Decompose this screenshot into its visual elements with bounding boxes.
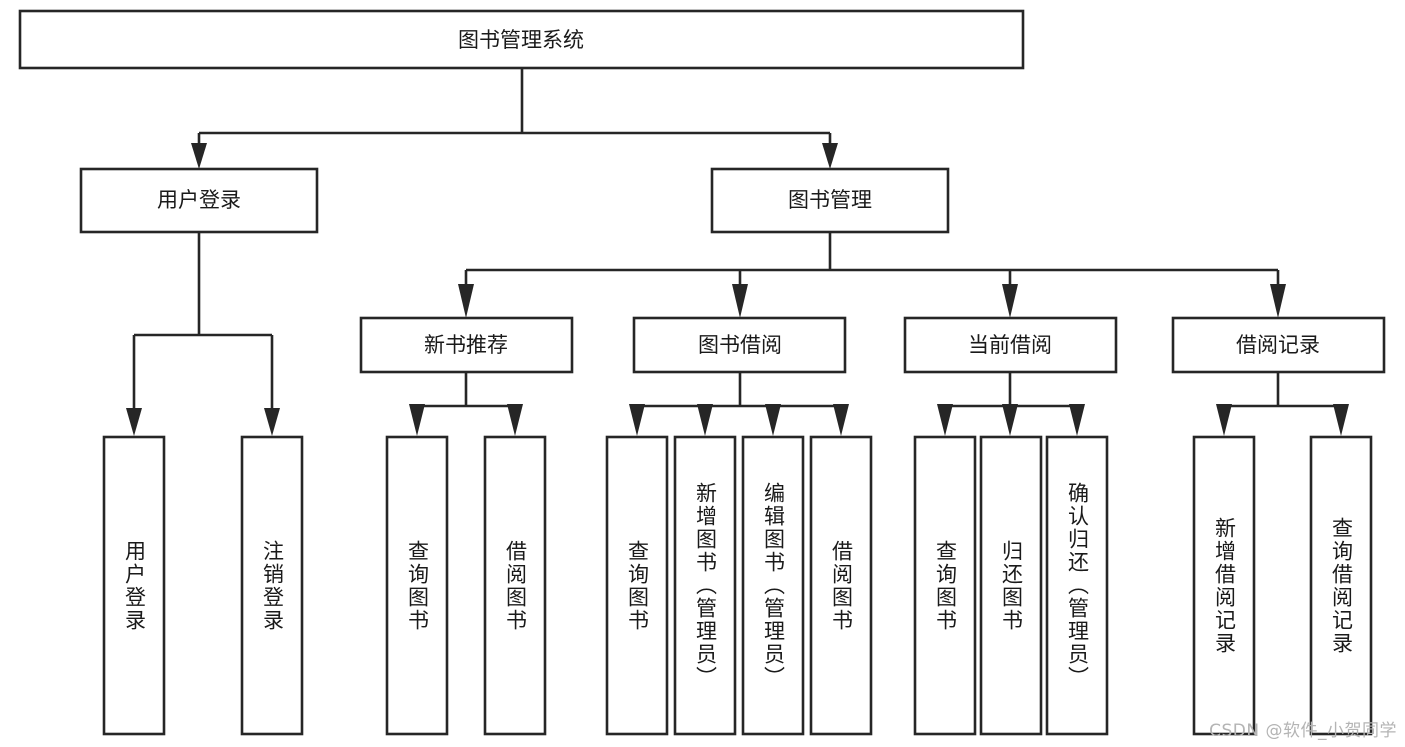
node-book-manage[interactable] [710, 167, 950, 234]
arrow-head-user-login [191, 143, 207, 169]
arrow-head-leaf-borrow-book-1 [507, 404, 523, 436]
arrow-head-leaf-borrow-book-2 [833, 404, 849, 436]
node-leaf-query-book-2[interactable] [605, 435, 669, 736]
node-user-login-label: 用户登录 [157, 188, 241, 212]
arrow-head-current-borrow [1002, 284, 1018, 318]
node-root-label: 图书管理系统 [458, 28, 584, 52]
node-new-book-rec[interactable] [359, 316, 574, 374]
node-leaf-query-record[interactable] [1309, 435, 1373, 736]
node-book-borrow[interactable] [632, 316, 847, 374]
arrow-head-leaf-add-record [1216, 404, 1232, 436]
arrow-head-leaf-add-book [697, 404, 713, 436]
node-borrow-record[interactable] [1171, 316, 1386, 374]
arrow-head-borrow-record [1270, 284, 1286, 318]
node-leaf-confirm-return[interactable] [1045, 435, 1109, 736]
node-leaf-user-login[interactable] [102, 435, 166, 736]
node-current-borrow-label: 当前借阅 [968, 333, 1052, 357]
arrow-head-leaf-edit-book [765, 404, 781, 436]
arrow-head-leaf-query-book-1 [409, 404, 425, 436]
connector-group-new-book-rec [409, 372, 523, 436]
node-current-borrow[interactable] [903, 316, 1118, 374]
connector-group-book-manage [458, 232, 1286, 318]
arrow-head-book-borrow [732, 284, 748, 318]
node-leaf-return-book[interactable] [979, 435, 1043, 736]
connector-group-current-borrow [937, 372, 1085, 436]
node-borrow-record-label: 借阅记录 [1236, 333, 1320, 357]
arrow-head-leaf-query-record [1333, 404, 1349, 436]
node-leaf-add-book[interactable] [673, 435, 737, 736]
node-leaf-query-book-3[interactable] [913, 435, 977, 736]
watermark-text: CSDN @软件_小贺同学 [1209, 721, 1397, 741]
connector-group-book-borrow [629, 372, 849, 436]
node-leaf-borrow-book-2[interactable] [809, 435, 873, 736]
node-new-book-rec-label: 新书推荐 [424, 333, 508, 357]
node-leaf-borrow-book-1[interactable] [483, 435, 547, 736]
arrow-head-new-book-rec [458, 284, 474, 318]
arrow-head-leaf-user-login [126, 408, 142, 436]
node-root[interactable] [18, 9, 1025, 70]
connector-group-borrow-record [1216, 372, 1349, 436]
arrow-head-book-manage [822, 143, 838, 169]
node-book-borrow-label: 图书借阅 [698, 333, 782, 357]
arrow-head-leaf-confirm-return [1069, 404, 1085, 436]
node-leaf-add-record[interactable] [1192, 435, 1256, 736]
connector-group-root [191, 68, 838, 169]
arrow-head-leaf-logout-login [264, 408, 280, 436]
node-book-manage-label: 图书管理 [788, 188, 872, 212]
node-user-login[interactable] [79, 167, 319, 234]
node-leaf-query-book-1[interactable] [385, 435, 449, 736]
node-leaf-logout-login[interactable] [240, 435, 304, 736]
arrow-head-leaf-query-book-3 [937, 404, 953, 436]
node-leaf-edit-book[interactable] [741, 435, 805, 736]
arrow-head-leaf-query-book-2 [629, 404, 645, 436]
connector-group-user-login [126, 232, 280, 436]
arrow-head-leaf-return-book [1002, 404, 1018, 436]
